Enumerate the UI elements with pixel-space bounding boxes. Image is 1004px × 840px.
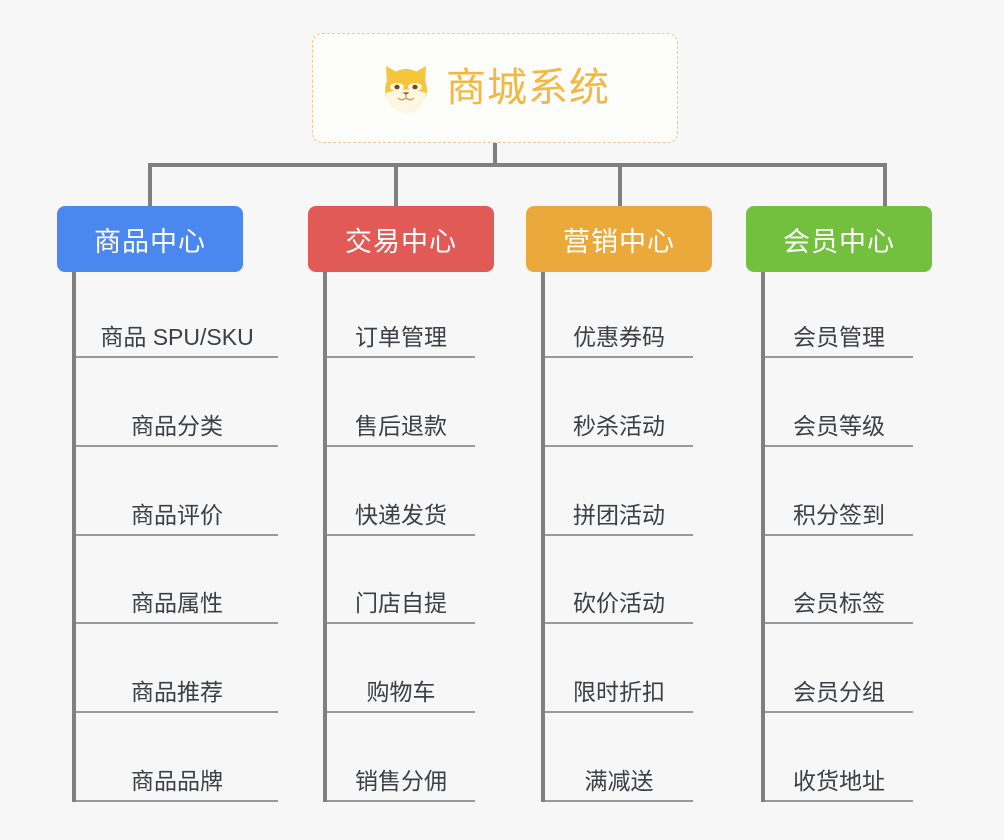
leaf-item[interactable]: 秒杀活动 (545, 401, 693, 447)
shiba-dog-icon (385, 66, 427, 113)
leaf-item[interactable]: 满减送 (545, 756, 693, 802)
leaf-item[interactable]: 商品 SPU/SKU (76, 312, 278, 358)
leaf-item[interactable]: 拼团活动 (545, 490, 693, 536)
category-label-0: 商品中心 (94, 226, 206, 257)
category-box-1[interactable]: 交易中心 (308, 206, 494, 272)
category-label-1: 交易中心 (345, 226, 457, 257)
category-label-3: 会员中心 (783, 226, 895, 257)
category-label-2: 营销中心 (563, 226, 675, 257)
leaf-item[interactable]: 商品推荐 (76, 667, 278, 713)
leaf-item[interactable]: 积分签到 (765, 490, 913, 536)
category-box-2[interactable]: 营销中心 (526, 206, 712, 272)
leaf-item[interactable]: 商品分类 (76, 401, 278, 447)
leaf-item[interactable]: 订单管理 (327, 312, 475, 358)
leaf-item[interactable]: 商品属性 (76, 578, 278, 624)
leaf-item[interactable]: 会员标签 (765, 578, 913, 624)
leaf-item[interactable]: 收货地址 (765, 756, 913, 802)
category-box-3[interactable]: 会员中心 (746, 206, 932, 272)
leaf-item[interactable]: 商品品牌 (76, 756, 278, 802)
leaf-item[interactable]: 会员等级 (765, 401, 913, 447)
leaf-item[interactable]: 门店自提 (327, 578, 475, 624)
leaf-item[interactable]: 砍价活动 (545, 578, 693, 624)
root-title: 商城系统 (446, 66, 610, 110)
root-node[interactable]: 商城系统 (312, 33, 678, 143)
leaf-item[interactable]: 会员分组 (765, 667, 913, 713)
leaf-item[interactable]: 销售分佣 (327, 756, 475, 802)
leaf-item[interactable]: 会员管理 (765, 312, 913, 358)
leaf-item[interactable]: 商品评价 (76, 490, 278, 536)
leaf-item[interactable]: 售后退款 (327, 401, 475, 447)
leaf-item[interactable]: 优惠券码 (545, 312, 693, 358)
leaf-item[interactable]: 购物车 (327, 667, 475, 713)
leaf-item[interactable]: 快递发货 (327, 490, 475, 536)
category-box-0[interactable]: 商品中心 (57, 206, 243, 272)
leaf-item[interactable]: 限时折扣 (545, 667, 693, 713)
